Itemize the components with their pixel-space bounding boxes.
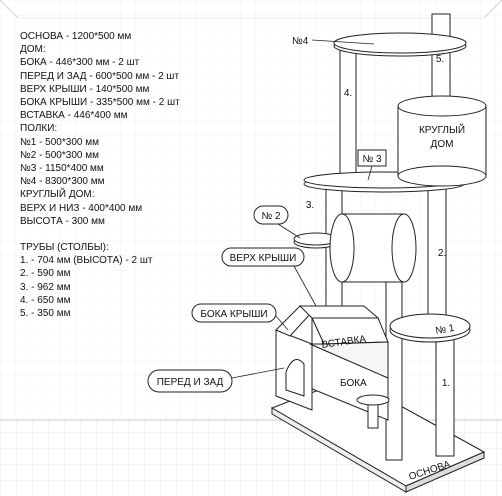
shelf-1	[389, 313, 471, 343]
spec-round-house-heading: КРУГЛЫЙ ДОМ:	[20, 189, 95, 201]
post-4	[339, 47, 357, 189]
label-front-back: ПЕРЕД И ЗАД	[157, 377, 224, 388]
label-round-house-1: КРУГЛЫЙ	[419, 123, 465, 136]
label-post-1: 1.	[442, 378, 450, 389]
label-shelf-2: № 2	[261, 211, 281, 222]
callout-roof-top: ВЕРХ КРЫШИ	[221, 247, 317, 307]
spec-gap	[20, 228, 180, 241]
spec-round-top-bottom: ВЕРХ И НИЗ - 400*400 мм	[20, 202, 143, 214]
callout-shelf-3: № 3	[357, 149, 387, 181]
tunnel	[329, 213, 417, 283]
post-1-right	[435, 329, 455, 457]
house	[275, 305, 390, 429]
spec-base: ОСНОВА - 1200*500 мм	[20, 31, 132, 42]
spec-shelf-4: №4 - 8300*300 мм	[20, 176, 105, 188]
label-shelf-4: №4	[292, 36, 309, 47]
spec-shelves-heading: ПОЛКИ:	[20, 123, 58, 135]
spec-roof-sides: БОКА КРЫШИ - 335*500 мм - 2 шт	[20, 97, 180, 109]
spec-pipe-5: 5. - 350 мм	[20, 308, 71, 320]
spec-shelf-3: №3 - 1150*400 мм	[20, 163, 104, 175]
label-roof-sides: БОКА КРЫШИ	[200, 309, 267, 320]
shelf-4	[333, 32, 467, 57]
spec-pipe-4: 4. - 650 мм	[20, 294, 71, 306]
label-post-2: 2.	[438, 248, 446, 259]
label-post-5: 5.	[436, 54, 444, 65]
spec-shelf-2: №2 - 500*300 мм	[20, 149, 99, 161]
spec-front-back: ПЕРЕД И ЗАД - 600*500 мм - 2 шт	[20, 70, 180, 82]
label-roof-top: ВЕРХ КРЫШИ	[230, 253, 297, 264]
spec-pipe-1: 1. - 704 мм (ВЫСОТА) - 2 шт	[20, 255, 153, 267]
label-sides: БОКА	[340, 378, 367, 389]
label-shelf-1: № 1	[435, 323, 456, 337]
spec-pipe-2: 2. - 590 мм	[20, 268, 71, 280]
spec-pipes-heading: ТРУБЫ (СТОЛБЫ):	[20, 242, 109, 254]
spec-pipe-3: 3. - 962 мм	[20, 281, 71, 293]
spec-insert: ВСТАВКА - 446*400 мм	[20, 110, 128, 122]
spec-roof-top: ВЕРХ КРЫШИ - 140*500 мм	[20, 83, 150, 95]
label-post-4: 4.	[344, 88, 352, 99]
spec-list: ОСНОВА - 1200*500 мм ДОМ: БОКА - 446*300…	[20, 30, 180, 320]
spec-round-height: ВЫСОТА - 300 мм	[20, 215, 105, 227]
spec-house-heading: ДОМ:	[20, 44, 46, 56]
label-round-house-2: ДОМ	[431, 139, 454, 150]
callout-front-back: ПЕРЕД И ЗАД	[147, 367, 285, 393]
spec-sides: БОКА - 446*300 мм - 2 шт	[20, 57, 140, 69]
label-post-3: 3.	[306, 200, 314, 211]
callout-roof-sides: БОКА КРЫШИ	[191, 303, 289, 331]
spec-shelf-1: №1 - 500*300 мм	[20, 136, 99, 148]
callout-shelf-2: № 2	[253, 205, 301, 239]
round-house	[397, 95, 487, 187]
label-shelf-3: № 3	[362, 154, 382, 165]
